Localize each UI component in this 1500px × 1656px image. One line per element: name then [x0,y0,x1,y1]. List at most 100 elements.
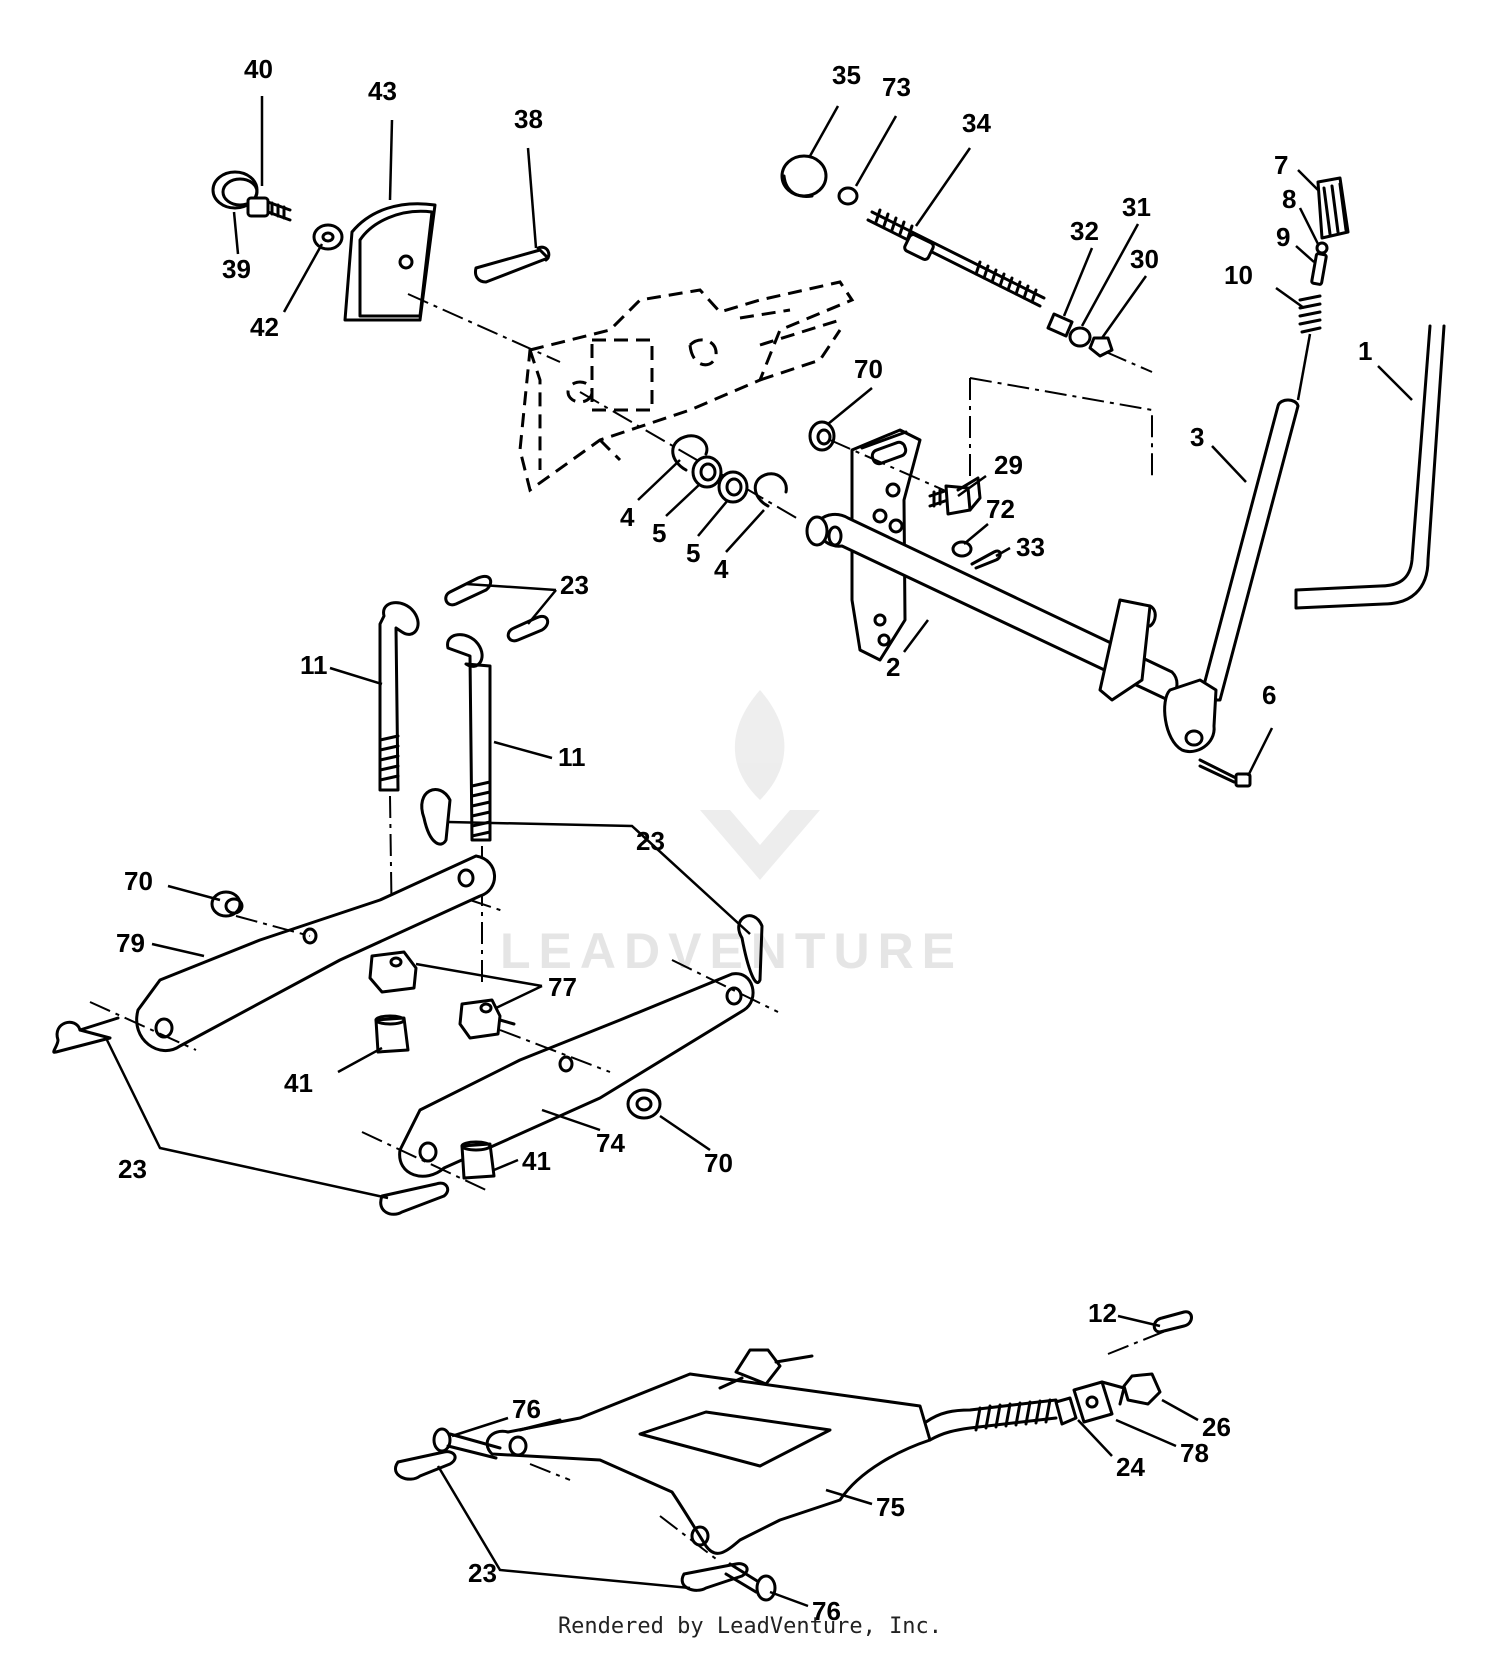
part-1-rod [1294,324,1446,610]
part-41-nut-upper [374,1014,410,1054]
part-23-hairpin-bottom-left [394,1450,457,1481]
callout-74: 74 [596,1128,625,1158]
callout-labels: 40 43 38 39 42 35 73 34 7 8 9 10 32 31 3… [116,54,1372,1626]
callout-1: 1 [1358,336,1372,366]
callout-41-lower: 41 [522,1146,551,1176]
callout-43: 43 [368,76,397,106]
part-70-nut-right [626,1088,662,1120]
part-6-bolt [1198,758,1252,788]
callout-23-top: 23 [560,570,589,600]
part-10-spring [1298,294,1322,334]
part-9-pin [1310,252,1328,286]
callout-23-left: 23 [118,1154,147,1184]
callout-12: 12 [1088,1298,1117,1328]
part-78-ferrule [1072,1380,1126,1424]
callout-76-lower: 76 [812,1596,841,1626]
frame-outline [518,280,855,493]
part-75-pivot-bracket [485,1348,1058,1555]
part-11-bolt-left [378,601,420,792]
callout-3: 3 [1190,422,1204,452]
part-23-hairpin-left [52,1016,120,1054]
callout-10: 10 [1224,260,1253,290]
callout-11-left: 11 [300,650,328,680]
part-72-washer [951,540,973,558]
part-35-knob [780,154,828,198]
part-12-clip [1152,1310,1193,1334]
part-73-washer [837,186,859,206]
callout-6: 6 [1262,680,1276,710]
part-77-trunnion-right [458,998,516,1040]
callout-5-left: 5 [652,518,666,548]
callout-70-left: 70 [124,866,153,896]
part-23-hairpin-bottom-center [680,1562,749,1592]
callout-31: 31 [1122,192,1151,222]
part-7-grip [1316,176,1350,240]
callout-38: 38 [514,104,543,134]
part-23-hairpin-top-b [506,615,550,643]
callout-7: 7 [1274,150,1288,180]
part-74-lift-link [398,972,755,1178]
callout-72: 72 [986,494,1015,524]
part-23-hairpin-right [737,914,764,984]
callout-29: 29 [994,450,1023,480]
part-3-lever [1163,398,1300,753]
part-38-clip [474,245,551,284]
callout-39: 39 [222,254,251,284]
callout-4-right: 4 [714,554,729,584]
watermark-text: LEADVENTURE [500,923,963,979]
part-29-swivel [928,476,982,516]
leader-lines [104,96,1413,1608]
part-26-nut [1122,1372,1162,1406]
callout-42: 42 [250,312,279,342]
part-39-ring [211,170,259,210]
callout-73: 73 [882,72,911,102]
callout-33: 33 [1016,532,1045,562]
callout-75: 75 [876,1492,905,1522]
part-11-bolt-right [446,633,492,842]
callout-26: 26 [1202,1412,1231,1442]
part-41-nut-lower [460,1140,496,1180]
callout-23-bottom: 23 [468,1558,497,1588]
callout-4-left: 4 [620,502,635,532]
part-31-washer [1068,326,1092,348]
part-77-trunnion-left [368,950,418,994]
part-70-nut-upper [808,420,836,452]
callout-76-upper: 76 [512,1394,541,1424]
part-2-lift-shaft [805,428,1179,702]
part-5-washer-left [691,455,723,489]
callout-35: 35 [832,60,861,90]
part-43-guard [343,202,437,322]
callout-32: 32 [1070,216,1099,246]
callout-30: 30 [1130,244,1159,274]
callout-2: 2 [886,652,900,682]
part-23-hairpin-mid [420,788,452,846]
part-70-nut-left [210,890,244,918]
part-42-washer [312,223,344,251]
callout-70-upper: 70 [854,354,883,384]
part-8-ball [1315,241,1329,255]
part-23-hairpin-bottom [379,1181,450,1216]
part-40-bolt [246,196,292,222]
part-24-nut [1054,1396,1078,1426]
callout-79: 79 [116,928,145,958]
callout-41-upper: 41 [284,1068,313,1098]
part-4-e-ring-left [671,434,709,472]
callout-23-mid: 23 [636,826,665,856]
part-4-e-ring-right [753,472,788,508]
callout-40: 40 [244,54,273,84]
callout-77: 77 [548,972,577,1002]
part-76-clevis-pin-lower [724,1562,777,1602]
callout-11-right: 11 [558,742,586,772]
callout-9: 9 [1276,222,1290,252]
render-credit: Rendered by LeadVenture, Inc. [557,1614,943,1639]
callout-24: 24 [1116,1452,1145,1482]
callout-8: 8 [1282,184,1296,214]
callout-70-right: 70 [704,1148,733,1178]
part-5-washer-right [717,470,749,504]
callout-5-right: 5 [686,538,700,568]
part-33-cotter-pin [970,549,1002,570]
part-34-threaded-rod [866,208,1046,308]
part-32-nut [1046,312,1074,338]
part-23-hairpin-top-a [444,575,493,607]
